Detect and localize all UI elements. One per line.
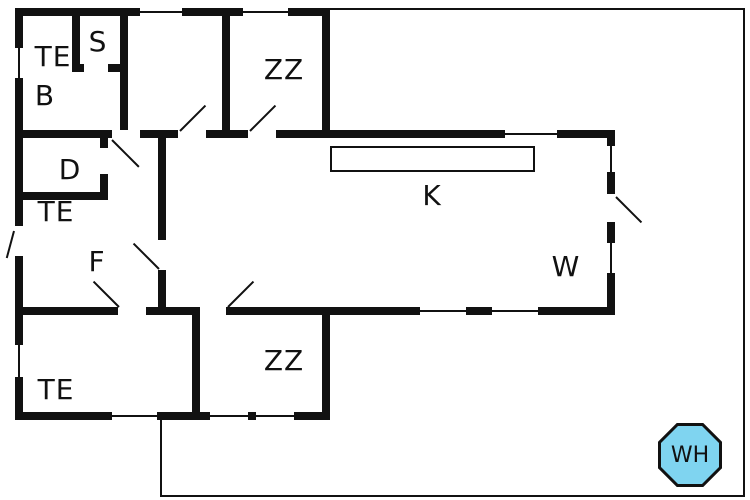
boundary-line-bottom xyxy=(160,495,745,497)
door-opening-wing-right xyxy=(607,194,615,222)
room-label-te-top: TE xyxy=(34,40,72,73)
room-label-te-left: TE xyxy=(37,195,75,228)
door-opening-zzbottom xyxy=(200,307,226,315)
window-bottom-1 xyxy=(112,412,157,420)
door-opening-f xyxy=(158,240,166,270)
room-label-k: K xyxy=(422,179,442,212)
boundary-line-right xyxy=(743,8,745,497)
door-swing-zzbottom xyxy=(227,280,255,308)
whirlpool-label: WH xyxy=(670,442,710,468)
wall-wing-top xyxy=(322,130,615,138)
wall-bath-right xyxy=(120,8,128,138)
window-top-1 xyxy=(140,8,182,16)
wall-outer-bottom xyxy=(15,412,330,420)
room-label-zz-top: ZZ xyxy=(263,53,305,86)
door-swing-tebottom xyxy=(92,280,120,308)
window-wing-bottom-1 xyxy=(420,307,466,315)
door-opening-te-left xyxy=(15,226,23,256)
door-swing-zztop xyxy=(249,104,277,132)
window-bottom-2 xyxy=(210,412,248,420)
door-swing-f xyxy=(132,242,160,270)
window-bottom-3 xyxy=(256,412,294,420)
room-label-sauna: S xyxy=(88,25,108,58)
wall-zztop-left xyxy=(222,8,230,138)
door-opening-tebottom xyxy=(118,307,146,315)
door-swing-wing-right xyxy=(615,196,643,224)
window-wing-top xyxy=(505,130,557,138)
door-opening-droom xyxy=(100,148,108,174)
room-label-te-bottom: TE xyxy=(37,373,75,406)
room-label-bath: B xyxy=(34,79,56,112)
door-opening-bath xyxy=(112,130,140,138)
wall-outer-left xyxy=(15,8,23,420)
wall-mid-vertical xyxy=(158,138,166,307)
wall-wing-right xyxy=(607,130,615,315)
boundary-line-left-lower xyxy=(160,420,162,497)
boundary-line-top xyxy=(330,8,745,10)
window-top-2 xyxy=(243,8,288,16)
wall-lower-right xyxy=(322,307,330,420)
door-opening-midroom xyxy=(178,130,206,138)
wall-upper-right xyxy=(322,8,330,138)
whirlpool-icon: WH xyxy=(658,423,722,487)
room-label-zz-bottom: ZZ xyxy=(263,344,305,377)
wall-sauna-left xyxy=(72,8,80,72)
door-opening-sauna xyxy=(84,64,108,72)
door-opening-zztop xyxy=(248,130,276,138)
wall-wing-bottom xyxy=(322,307,615,315)
room-label-d: D xyxy=(58,153,82,186)
door-swing-bath xyxy=(111,139,140,168)
window-left-1 xyxy=(15,48,23,78)
kitchen-counter xyxy=(330,146,535,172)
room-label-w: W xyxy=(551,250,581,283)
wall-zzbottom-left xyxy=(192,315,200,412)
whirlpool-fill: WH xyxy=(661,426,719,484)
wall-divider-upper xyxy=(15,130,330,138)
wall-divider-lower xyxy=(15,307,330,315)
wall-droom-bottom xyxy=(15,192,108,200)
window-wing-bottom-2 xyxy=(492,307,538,315)
window-left-2 xyxy=(15,345,23,377)
window-wing-right-2 xyxy=(607,243,615,273)
room-label-f: F xyxy=(88,245,106,278)
window-wing-right-1 xyxy=(607,146,615,172)
door-swing-midroom xyxy=(179,104,207,132)
door-swing-te-left xyxy=(5,230,15,259)
